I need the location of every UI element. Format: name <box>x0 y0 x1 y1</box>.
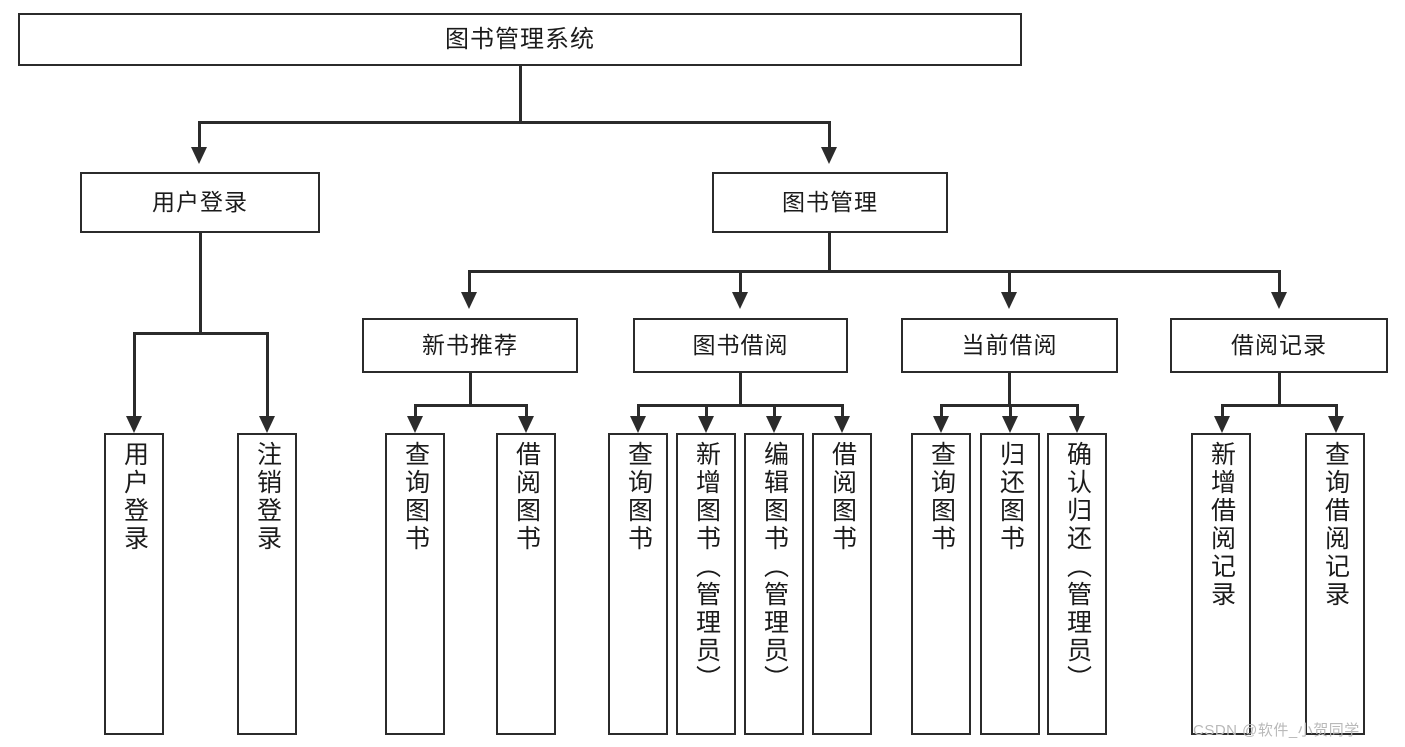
node-label: 确认归还（管理员） <box>1063 441 1092 693</box>
connector-book-mgmt-stem <box>828 233 831 271</box>
connector-borrow-record-stem <box>1278 373 1281 405</box>
node-new-book-recommend[interactable]: 新书推荐 <box>362 318 578 373</box>
node-label: 编辑图书（管理员） <box>760 441 789 693</box>
node-book-borrow[interactable]: 图书借阅 <box>633 318 848 373</box>
arrow-book-mgmt-to-book-borrow <box>732 292 748 309</box>
connector-new-book-bar <box>414 404 527 407</box>
connector-book-borrow-to-leaf-3 <box>841 404 844 416</box>
leaf-borrow-record-0[interactable]: 新增借阅记录 <box>1191 433 1251 735</box>
arrow-borrow-record-to-leaf-0 <box>1214 416 1230 433</box>
leaf-book-borrow-3[interactable]: 借阅图书 <box>812 433 872 735</box>
node-borrow-record[interactable]: 借阅记录 <box>1170 318 1388 373</box>
leaf-current-borrow-2[interactable]: 确认归还（管理员） <box>1047 433 1107 735</box>
arrow-book-mgmt-to-borrow-record <box>1271 292 1287 309</box>
connector-user-login-bar <box>133 332 268 335</box>
node-label: 新书推荐 <box>422 332 518 359</box>
connector-book-borrow-bar <box>637 404 843 407</box>
connector-current-borrow-to-leaf-0 <box>940 404 943 416</box>
arrow-current-borrow-to-leaf-2 <box>1069 416 1085 433</box>
leaf-new-book-1[interactable]: 借阅图书 <box>496 433 556 735</box>
connector-borrow-record-bar <box>1221 404 1337 407</box>
node-label: 查询图书 <box>401 441 430 553</box>
connector-book-borrow-to-leaf-1 <box>705 404 708 416</box>
connector-root-bar <box>198 121 831 124</box>
node-label: 借阅图书 <box>828 441 857 553</box>
node-label: 查询图书 <box>927 441 956 553</box>
connector-book-borrow-to-leaf-0 <box>637 404 640 416</box>
connector-user-login-to-leaf-0 <box>133 332 136 416</box>
node-label: 借阅记录 <box>1231 332 1327 359</box>
connector-root-to-user-login <box>198 121 201 147</box>
node-book-management[interactable]: 图书管理 <box>712 172 948 233</box>
leaf-user-login-0[interactable]: 用户登录 <box>104 433 164 735</box>
connector-book-mgmt-to-borrow-record <box>1278 270 1281 292</box>
leaf-borrow-record-1[interactable]: 查询借阅记录 <box>1305 433 1365 735</box>
connector-current-borrow-stem <box>1008 373 1011 405</box>
node-label: 新增图书（管理员） <box>692 441 721 693</box>
arrow-root-to-book-mgmt <box>821 147 837 164</box>
connector-current-borrow-to-leaf-2 <box>1076 404 1079 416</box>
leaf-user-login-1[interactable]: 注销登录 <box>237 433 297 735</box>
arrow-book-borrow-to-leaf-0 <box>630 416 646 433</box>
leaf-book-borrow-0[interactable]: 查询图书 <box>608 433 668 735</box>
connector-book-borrow-to-leaf-2 <box>773 404 776 416</box>
connector-book-borrow-stem <box>739 373 742 405</box>
arrow-current-borrow-to-leaf-0 <box>933 416 949 433</box>
connector-new-book-to-leaf-0 <box>414 404 417 416</box>
node-label: 当前借阅 <box>961 332 1058 359</box>
leaf-book-borrow-2[interactable]: 编辑图书（管理员） <box>744 433 804 735</box>
node-root-system[interactable]: 图书管理系统 <box>18 13 1022 66</box>
node-label: 借阅图书 <box>512 441 541 553</box>
arrow-user-login-to-leaf-1 <box>259 416 275 433</box>
connector-root-stem <box>519 66 522 122</box>
csdn-watermark: CSDN @软件_小贺同学 <box>1193 722 1360 739</box>
arrow-user-login-to-leaf-0 <box>126 416 142 433</box>
connector-current-borrow-to-leaf-1 <box>1009 404 1012 416</box>
connector-user-login-to-leaf-1 <box>266 332 269 416</box>
arrow-current-borrow-to-leaf-1 <box>1002 416 1018 433</box>
arrow-new-book-to-leaf-0 <box>407 416 423 433</box>
connector-book-mgmt-to-current-borrow <box>1008 270 1011 292</box>
arrow-book-mgmt-to-new-book <box>461 292 477 309</box>
node-label: 归还图书 <box>996 441 1025 553</box>
connector-book-mgmt-to-book-borrow <box>739 270 742 292</box>
node-label: 查询图书 <box>624 441 653 553</box>
connector-book-mgmt-to-new-book <box>468 270 471 292</box>
node-label: 注销登录 <box>253 441 282 553</box>
node-label: 查询借阅记录 <box>1321 441 1350 609</box>
arrow-book-mgmt-to-current-borrow <box>1001 292 1017 309</box>
node-label: 图书借阅 <box>692 332 789 359</box>
connector-book-mgmt-bar <box>468 270 1280 273</box>
connector-borrow-record-to-leaf-0 <box>1221 404 1224 416</box>
connector-root-to-book-mgmt <box>828 121 831 147</box>
arrow-new-book-to-leaf-1 <box>518 416 534 433</box>
arrow-root-to-user-login <box>191 147 207 164</box>
leaf-book-borrow-1[interactable]: 新增图书（管理员） <box>676 433 736 735</box>
arrow-book-borrow-to-leaf-3 <box>834 416 850 433</box>
node-current-borrow[interactable]: 当前借阅 <box>901 318 1118 373</box>
leaf-new-book-0[interactable]: 查询图书 <box>385 433 445 735</box>
connector-borrow-record-to-leaf-1 <box>1335 404 1338 416</box>
node-label: 新增借阅记录 <box>1207 441 1236 609</box>
leaf-current-borrow-1[interactable]: 归还图书 <box>980 433 1040 735</box>
node-label: 用户登录 <box>152 189 248 216</box>
connector-new-book-stem <box>469 373 472 405</box>
arrow-book-borrow-to-leaf-2 <box>766 416 782 433</box>
node-label: 用户登录 <box>120 441 149 553</box>
connector-new-book-to-leaf-1 <box>525 404 528 416</box>
node-label: 图书管理系统 <box>445 25 595 53</box>
node-label: 图书管理 <box>782 189 878 216</box>
leaf-current-borrow-0[interactable]: 查询图书 <box>911 433 971 735</box>
connector-user-login-stem <box>199 233 202 333</box>
arrow-book-borrow-to-leaf-1 <box>698 416 714 433</box>
node-user-login[interactable]: 用户登录 <box>80 172 320 233</box>
arrow-borrow-record-to-leaf-1 <box>1328 416 1344 433</box>
